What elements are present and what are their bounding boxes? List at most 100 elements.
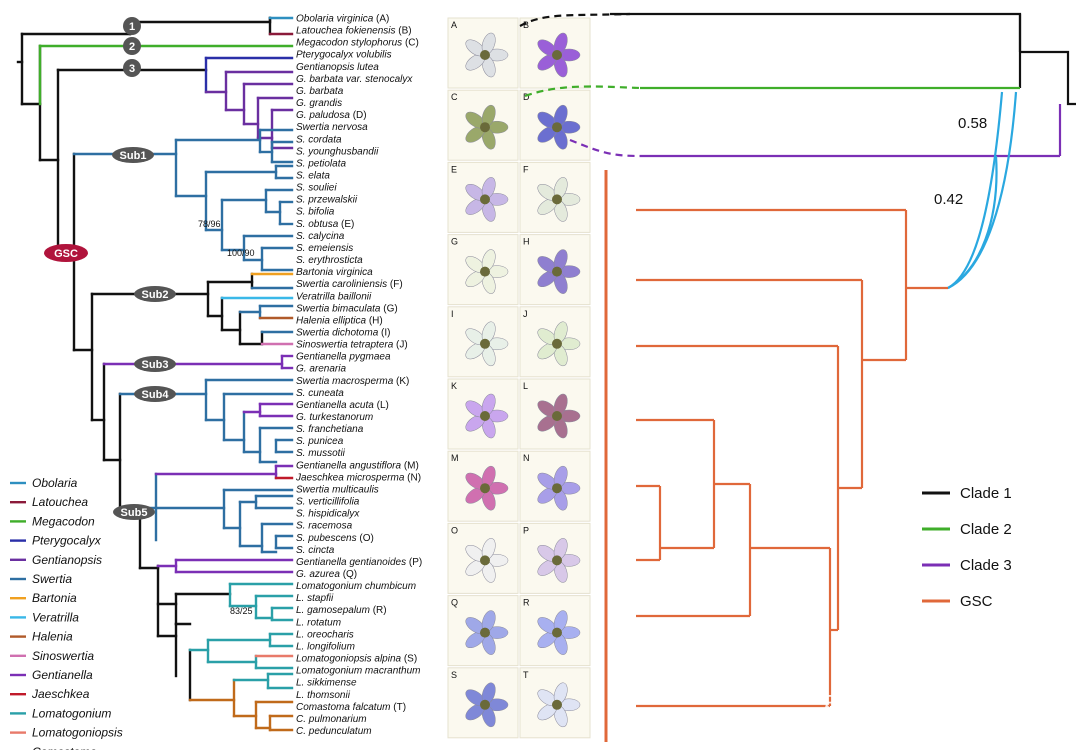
flower-panel: T: [519, 667, 591, 739]
taxon-figure-ref: (S): [401, 654, 417, 665]
panel-letter: E: [451, 164, 457, 174]
panel-letter: K: [451, 381, 457, 391]
panel-letter: O: [451, 525, 458, 535]
taxon-figure-ref: (Q): [340, 569, 357, 580]
flower-panel: A: [447, 17, 519, 89]
taxon-label: S. bifolia: [296, 207, 335, 218]
flower-panel: D: [519, 89, 591, 161]
taxon-label: C. pedunculatum: [296, 726, 372, 737]
legend-label: Pterygocalyx: [32, 534, 102, 548]
taxon-label: Swertia macrosperma (K): [296, 376, 409, 387]
panel-letter: J: [523, 309, 528, 319]
taxon-label: Halenia elliptica (H): [296, 315, 383, 326]
legend-label: Latouchea: [32, 495, 88, 509]
panel-letter: D: [523, 92, 530, 102]
flower-center: [480, 194, 490, 205]
support-value: 100/90: [227, 248, 255, 258]
taxon-name: S. franchetiana: [296, 424, 364, 435]
legend-label: Swertia: [32, 572, 72, 586]
flower-center: [480, 122, 490, 133]
flower-center: [480, 50, 490, 60]
taxon-label: S. racemosa: [296, 521, 353, 532]
taxon-name: L. sikkimense: [296, 678, 357, 689]
taxon-label: Obolaria virginica (A): [296, 14, 389, 25]
taxon-label: Comastoma falcatum (T): [296, 702, 406, 713]
flower-center: [480, 266, 490, 277]
panel-letter: L: [523, 381, 528, 391]
taxon-label: G. turkestanorum: [296, 412, 373, 423]
flower-center: [480, 411, 490, 421]
flower-panel: E: [447, 161, 519, 233]
taxon-label: G. paludosa (D): [296, 110, 367, 121]
taxon-name: Obolaria virginica: [296, 14, 374, 25]
taxon-name: Swertia multicaulis: [296, 485, 379, 496]
taxon-figure-ref: (R): [370, 605, 387, 616]
reticulation-weight: 0.42: [934, 191, 963, 208]
flower-center: [480, 483, 490, 494]
taxon-label: S. mussotii: [296, 448, 346, 459]
taxon-name: Sinoswertia tetraptera: [296, 340, 394, 351]
taxon-figure-ref: (A): [373, 14, 389, 25]
node-label-sub4: Sub4: [142, 389, 170, 401]
taxon-name: S. racemosa: [296, 521, 353, 532]
reticulation-weight: 0.58: [958, 115, 987, 132]
taxon-name: Lomatogonium chumbicum: [296, 581, 416, 592]
taxon-figure-ref: (K): [393, 376, 409, 387]
taxon-label: L. stapfii: [296, 593, 334, 604]
taxon-label: Lomatogonium macranthum: [296, 666, 421, 677]
node-marker-sub3: [134, 356, 176, 372]
taxon-name: Gentianella angustiflora: [296, 460, 402, 471]
taxon-label: S. calycina: [296, 231, 345, 242]
taxon-name: L. oreocharis: [296, 629, 354, 640]
flower-panel: P: [519, 522, 591, 594]
taxon-figure-ref: (J): [393, 340, 407, 351]
taxon-label: S. cordata: [296, 134, 342, 145]
taxon-name: G. arenaria: [296, 364, 346, 375]
taxon-name: Swertia dichotoma: [296, 328, 379, 339]
legend-label: Jaeschkea: [31, 687, 90, 701]
taxon-label: Swertia multicaulis: [296, 485, 379, 496]
taxon-label: L. longifolium: [296, 642, 355, 653]
flower-center: [552, 50, 562, 60]
taxon-label: Bartonia virginica: [296, 267, 373, 278]
flower-panel: M: [447, 450, 519, 522]
taxon-label: L. thomsonii: [296, 690, 351, 701]
legend-label: Gentianella: [32, 668, 93, 682]
taxon-name: C. pulmonarium: [296, 714, 367, 725]
flower-center: [552, 555, 562, 566]
taxon-label: S. elata: [296, 171, 330, 182]
flower-center: [552, 266, 562, 277]
flower-panel: N: [519, 450, 591, 522]
taxon-label: G. barbata var. stenocalyx: [296, 74, 413, 85]
support-value: 78/96: [198, 219, 221, 229]
taxon-label: S. younghusbandii: [296, 146, 379, 157]
panel-letter: C: [451, 92, 458, 102]
flower-panel: G: [447, 234, 519, 306]
flower-panel: B: [519, 17, 591, 89]
support-values: 78/96 100/90 83/25: [198, 219, 255, 616]
flower-center: [552, 411, 562, 421]
flower-center: [552, 627, 562, 638]
legend-label: Bartonia: [32, 591, 77, 605]
legend-label: Gentianopsis: [32, 553, 102, 567]
taxon-label: Sinoswertia tetraptera (J): [296, 340, 408, 351]
taxon-label: Gentianopsis lutea: [296, 62, 379, 73]
flower-panel: C: [447, 89, 519, 161]
taxon-label: S. hispidicalyx: [296, 509, 360, 520]
taxon-figure-ref: (O): [357, 533, 374, 544]
taxon-label: S. pubescens (O): [296, 533, 374, 544]
legend-label: Megacodon: [32, 514, 95, 528]
panel-letter: T: [523, 670, 529, 680]
panel-letter: B: [523, 20, 529, 30]
support-value: 83/25: [230, 606, 253, 616]
flower-center: [552, 338, 562, 349]
taxon-label: S. przewalskii: [296, 195, 358, 206]
taxon-name: S. mussotii: [296, 448, 346, 459]
flower-panel: Q: [447, 595, 519, 667]
genus-legend: ObolariaLatoucheaMegacodonPterygocalyxGe…: [10, 476, 123, 750]
legend-label: Lomatogonium: [32, 706, 111, 720]
node-marker-gsc: [44, 244, 88, 262]
panel-letter: P: [523, 525, 529, 535]
taxon-label: L. sikkimense: [296, 678, 357, 689]
